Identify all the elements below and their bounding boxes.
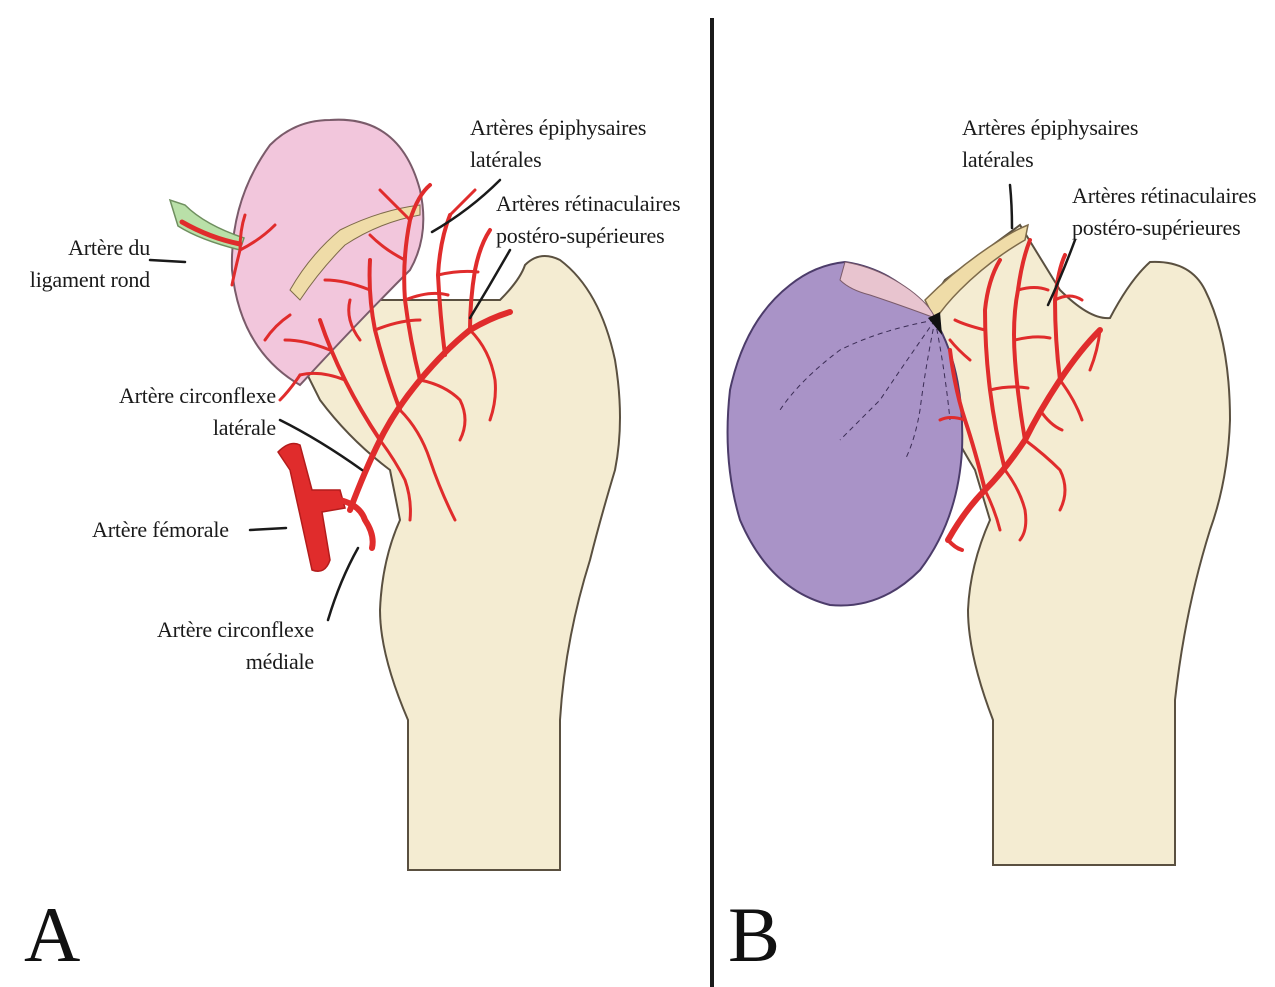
label-b-lateral-epiphyseal-line1: Artères épiphysaires: [962, 112, 1138, 144]
label-a-lateral-circumflex-line1: Artère circonflexe: [92, 380, 276, 412]
label-a-retinacular-line2: postéro-supérieures: [496, 220, 680, 252]
label-a-lateral-circumflex: Artère circonflexe latérale: [92, 380, 276, 444]
label-a-medial-circumflex-line1: Artère circonflexe: [130, 614, 314, 646]
label-a-round-ligament-line2: ligament rond: [22, 264, 150, 296]
label-a-medial-circumflex-line2: médiale: [130, 646, 314, 678]
label-a-medial-circumflex: Artère circonflexe médiale: [130, 614, 314, 678]
label-a-lateral-circumflex-line2: latérale: [92, 412, 276, 444]
label-a-round-ligament: Artère du ligament rond: [22, 232, 150, 296]
label-b-retinacular-line2: postéro-supérieures: [1072, 212, 1256, 244]
label-b-lateral-epiphyseal-line2: latérales: [962, 144, 1138, 176]
label-a-retinacular-line1: Artères rétinaculaires: [496, 188, 680, 220]
label-a-lateral-epiphyseal-line1: Artères épiphysaires: [470, 112, 646, 144]
label-a-round-ligament-line1: Artère du: [22, 232, 150, 264]
label-a-lateral-epiphyseal: Artères épiphysaires latérales: [470, 112, 646, 176]
label-b-lateral-epiphyseal: Artères épiphysaires latérales: [962, 112, 1138, 176]
femur-bone-a: [300, 256, 620, 870]
label-a-lateral-epiphyseal-line2: latérales: [470, 144, 646, 176]
panel-letter-b: B: [728, 895, 780, 975]
panel-letter-a: A: [24, 895, 80, 975]
label-b-retinacular: Artères rétinaculaires postéro-supérieur…: [1072, 180, 1256, 244]
panel-b-illustration: [728, 185, 1230, 865]
femoral-artery-a: [278, 444, 345, 572]
label-b-retinacular-line1: Artères rétinaculaires: [1072, 180, 1256, 212]
femur-bone-b: [925, 225, 1230, 865]
label-a-retinacular: Artères rétinaculaires postéro-supérieur…: [496, 188, 680, 252]
label-a-femoral: Artère fémorale: [92, 514, 229, 546]
